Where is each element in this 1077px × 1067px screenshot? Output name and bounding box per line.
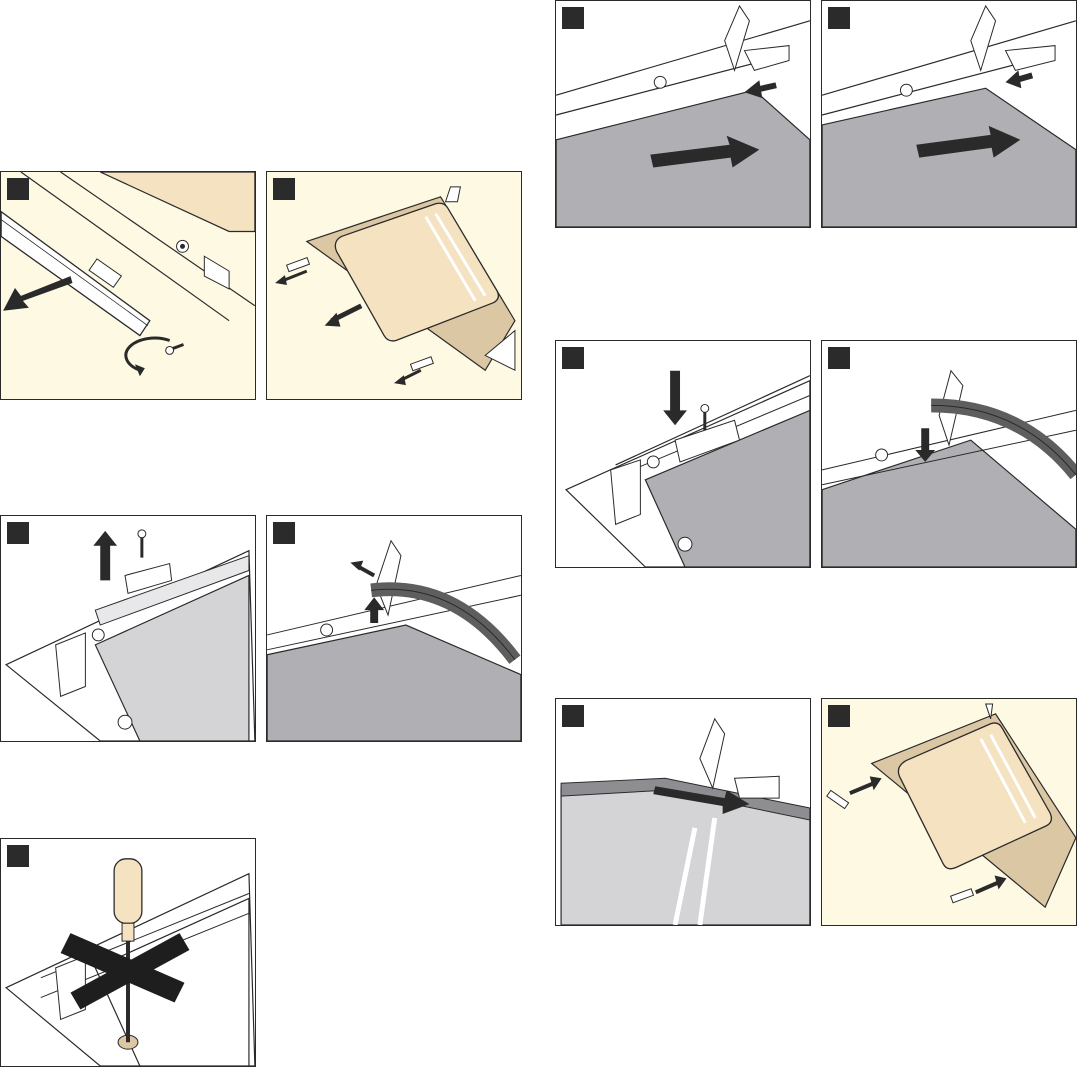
step-panel-insert-glass [555,698,811,926]
step-number-badge [7,845,29,867]
arrow-up-icon [93,531,117,581]
step-panel-no-screwdriver [0,838,256,1067]
step-number-badge [562,7,584,29]
fit-screw-illustration [556,341,810,567]
step-number-badge [828,347,850,369]
no-screwdriver-illustration [1,839,255,1066]
fit-glass-clips-illustration [822,699,1076,925]
step-number-badge [273,178,295,200]
step-number-badge [562,347,584,369]
step-number-badge [273,522,295,544]
slide-glass-in-illustration [556,1,810,227]
remove-trim-illustration [1,172,255,399]
step-number-badge [562,705,584,727]
slide-glass-in-2-illustration [822,1,1076,227]
screw-icon [166,344,184,354]
fit-seal-illustration [822,341,1076,567]
step-panel-remove-trim [0,171,256,400]
screw-icon [138,530,146,558]
step-number-badge [828,7,850,29]
step-number-badge [7,522,29,544]
lift-seal-illustration [267,516,521,741]
step-number-badge [828,705,850,727]
insert-glass-illustration [556,699,810,925]
rotate-screw-icon [126,338,170,376]
step-panel-lift-seal [266,515,522,742]
remove-screw-illustration [1,516,255,741]
arrow-left-icon [3,276,72,311]
step-panel-fit-glass-clips [821,698,1077,926]
step-number-badge [7,178,29,200]
step-panel-slide-glass-in [555,0,811,228]
step-panel-fit-screw [555,340,811,568]
step-panel-fit-seal [821,340,1077,568]
remove-glass-clips-illustration [267,172,521,399]
arrow-down-icon [663,371,687,426]
step-panel-remove-screw [0,515,256,742]
step-panel-remove-glass-clips [266,171,522,400]
step-panel-slide-glass-in-2 [821,0,1077,228]
